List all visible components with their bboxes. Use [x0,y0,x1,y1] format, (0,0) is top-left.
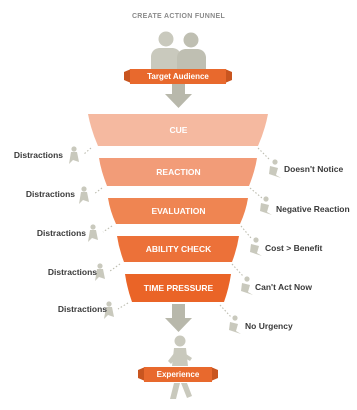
funnel-stage-cue [88,114,268,146]
right-label-cant-act-now: Can't Act Now [255,282,312,292]
funnel-stage-time-pressure [125,274,231,302]
right-label-negative-reaction: Negative Reaction [276,204,350,214]
stage-label-reaction: REACTION [156,167,201,177]
runner-legs-icon [170,383,192,399]
stage-label-time-pressure: TIME PRESSURE [143,283,214,293]
down-arrow-icon [165,84,192,108]
funnel-stage-ability-check [117,236,239,262]
funnel-stage-reaction [99,158,257,186]
stage-label-evaluation: EVALUATION [151,206,206,216]
distraction-figures-icon [69,146,114,319]
stage-label-cue: CUE [169,125,188,135]
left-label-distractions: Distractions [13,150,63,160]
target-audience-label: Target Audience [147,72,209,81]
stage-label-ability-check: ABILITY CHECK [145,244,212,254]
right-label-cost-benefit: Cost > Benefit [265,243,323,253]
right-connectors [219,147,271,318]
right-label-no-urgency: No Urgency [245,321,293,331]
target-audience-banner [124,69,232,84]
diagram-title: CREATE ACTION FUNNEL [131,13,226,20]
left-label-distractions: Distractions [36,228,86,238]
down-arrow-icon [165,304,192,332]
left-label-distractions: Distractions [57,304,107,314]
experience-banner [138,367,218,382]
left-label-distractions: Distractions [47,267,97,277]
left-label-distractions: Distractions [25,189,75,199]
audience-figures-icon [151,31,206,72]
funnel-stage-evaluation [108,198,248,224]
fallout-figures-icon [229,159,281,334]
running-person-icon [168,335,192,366]
right-label-doesnt-notice: Doesn't Notice [284,164,344,174]
left-connectors [83,147,129,310]
experience-label: Experience [156,370,200,379]
